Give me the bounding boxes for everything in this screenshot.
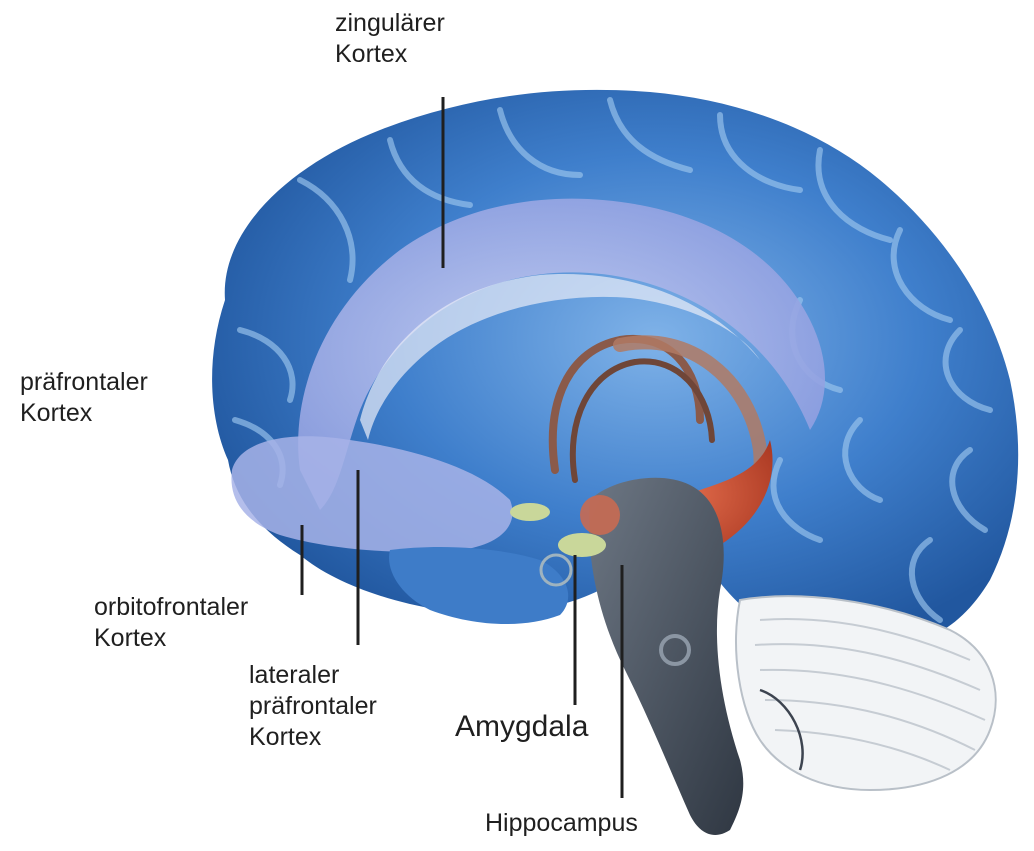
olfactory-bulb (510, 503, 550, 521)
label-orbitofrontal-cortex: orbitofrontaler Kortex (94, 592, 248, 654)
amygdala-region (558, 533, 606, 557)
brainstem-region (589, 478, 743, 835)
label-cingulate-cortex: zingulärer Kortex (335, 8, 445, 70)
label-prefrontal-cortex: präfrontaler Kortex (20, 367, 148, 429)
label-amygdala: Amygdala (455, 710, 588, 744)
mammillary-body (580, 495, 620, 535)
label-hippocampus: Hippocampus (485, 808, 638, 839)
label-lateral-prefrontal-cortex: lateraler präfrontaler Kortex (249, 660, 377, 753)
cerebellum-region (736, 596, 996, 790)
